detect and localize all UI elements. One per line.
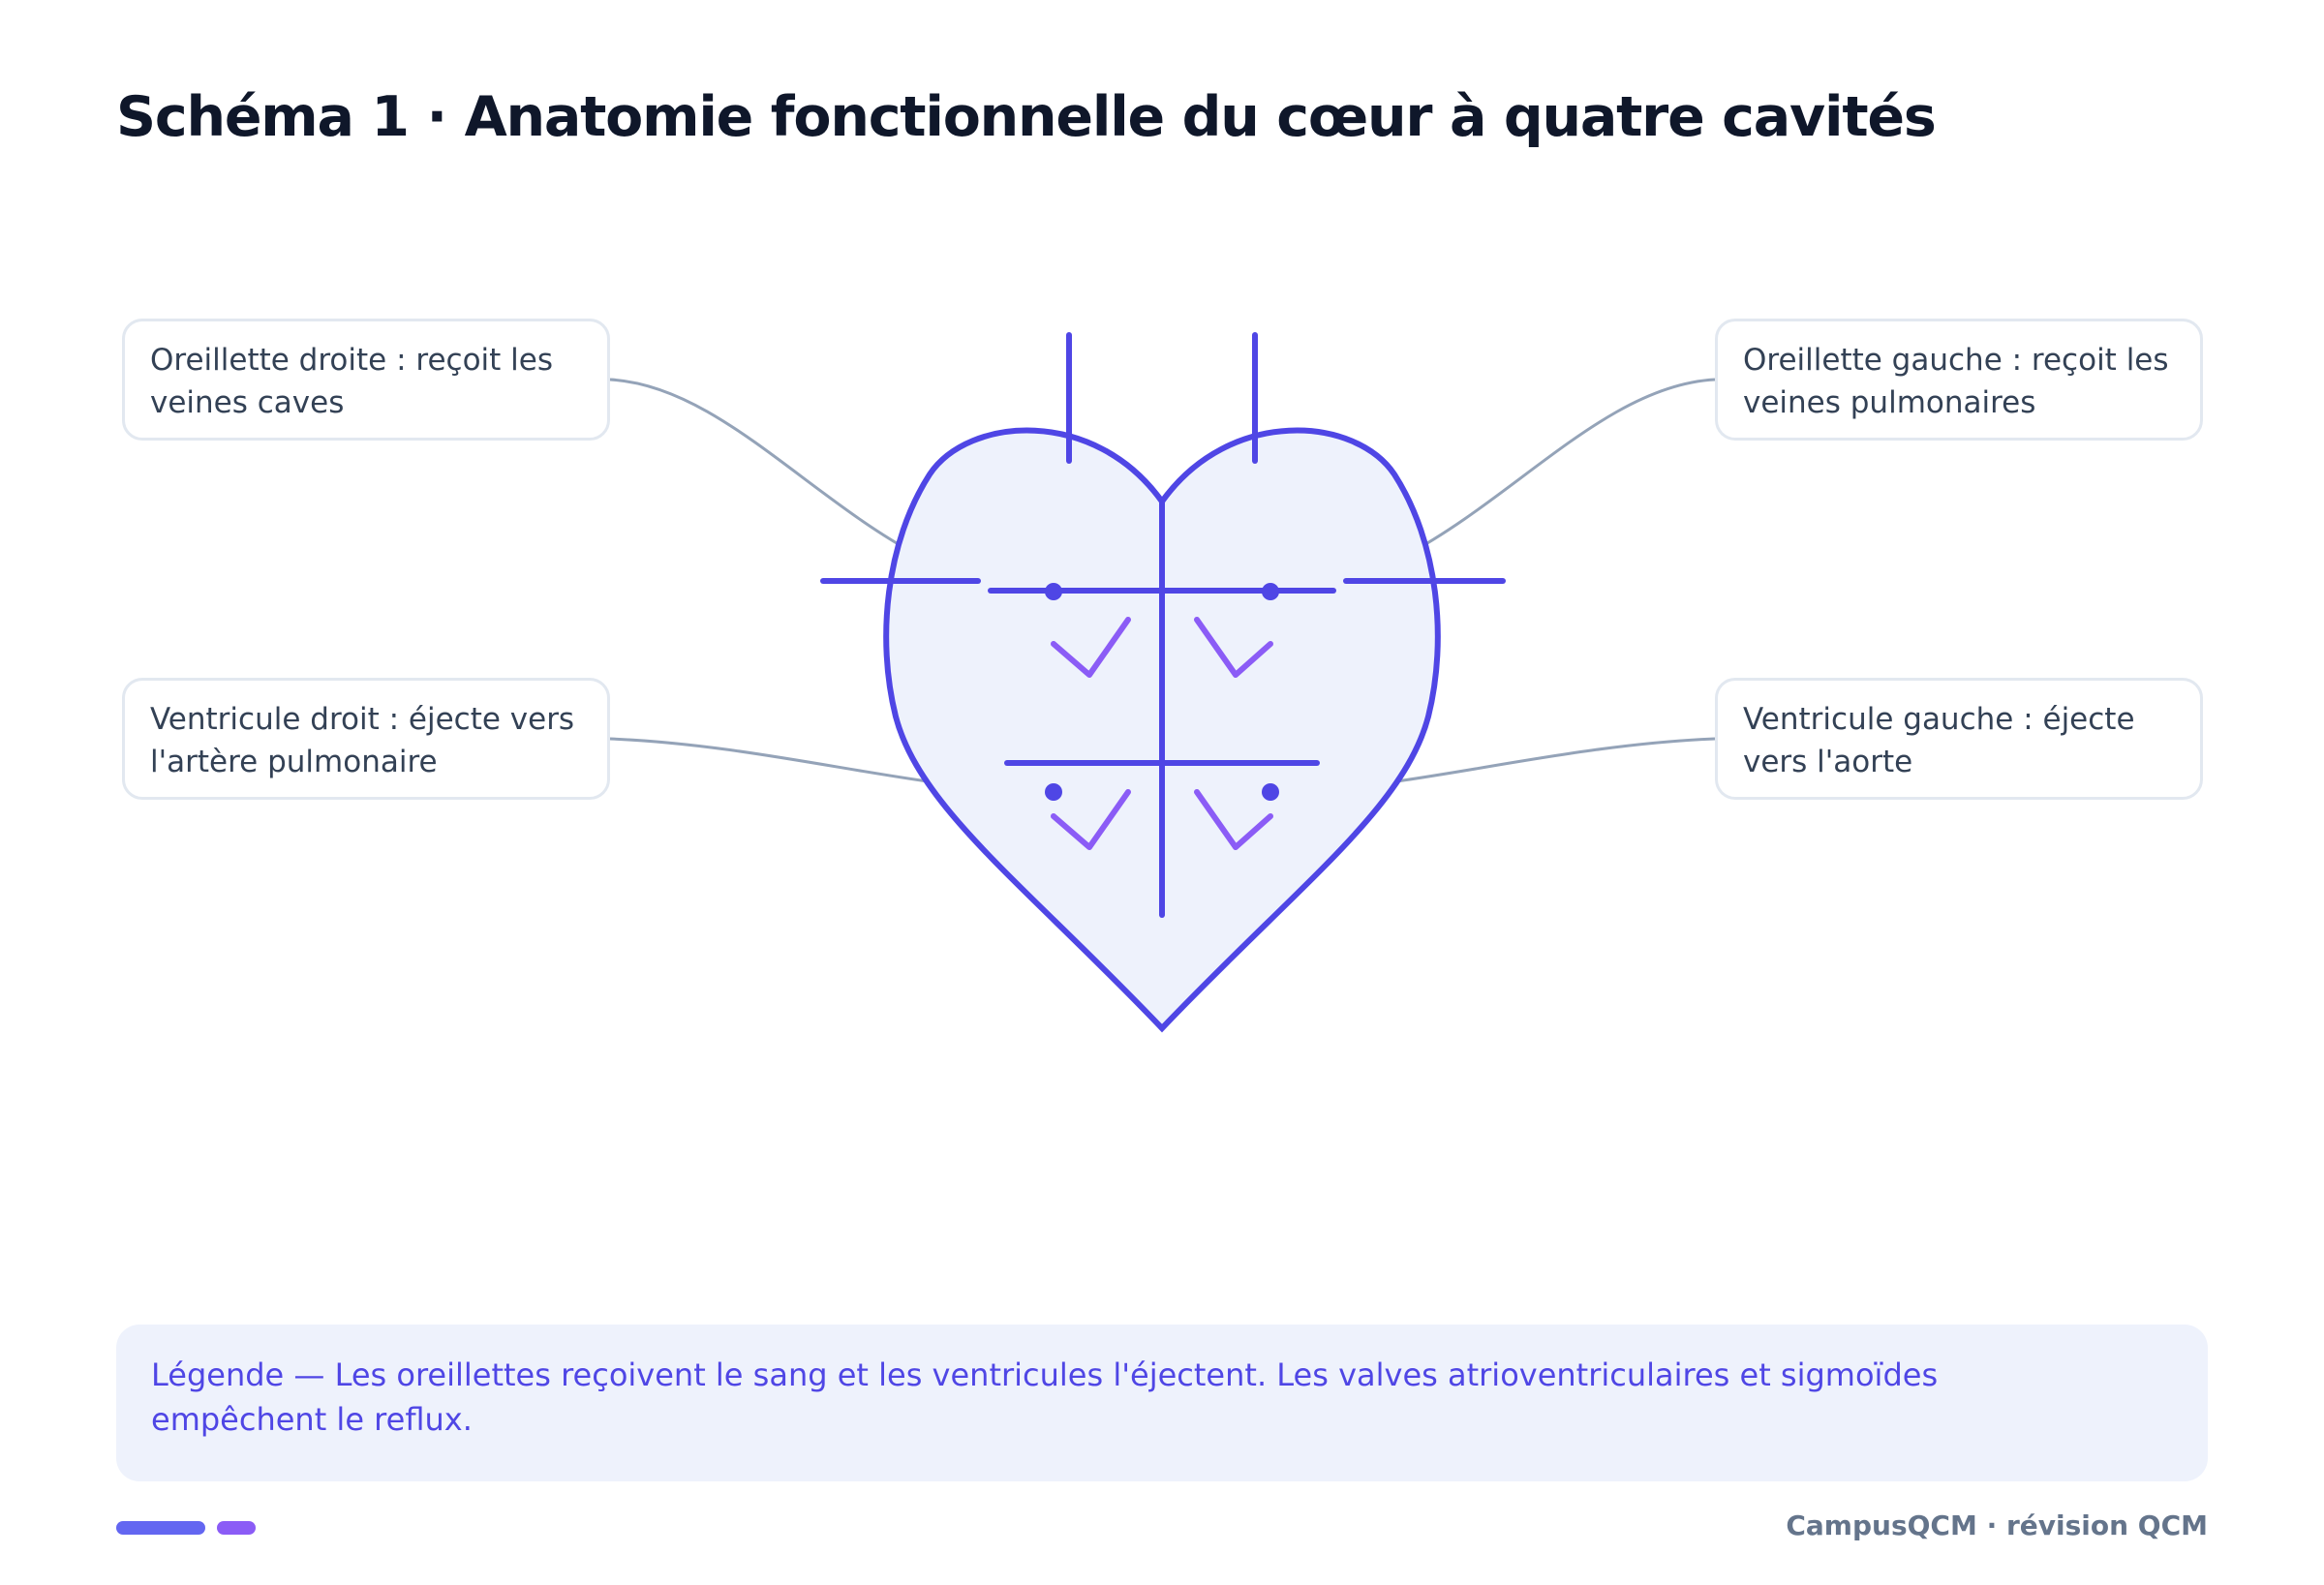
tricuspid-valve-icon bbox=[1051, 617, 1131, 678]
callout-left-ventricle: Ventricule gauche : éjecte vers l'aorte bbox=[1715, 678, 2203, 800]
mitral-valve-icon bbox=[1194, 617, 1273, 678]
callout-left-atrium-text: Oreillette gauche : reçoit les veines pu… bbox=[1743, 343, 2169, 420]
anchor-dot-right-atrium bbox=[1045, 583, 1062, 600]
callout-right-ventricle: Ventricule droit : éjecte vers l'artère … bbox=[122, 678, 610, 800]
callout-left-atrium: Oreillette gauche : reçoit les veines pu… bbox=[1715, 319, 2203, 441]
anchor-dot-right-ventricle bbox=[1045, 783, 1062, 801]
pulmonary-valve-icon bbox=[1051, 789, 1131, 850]
legend-box: Légende — Les oreillettes reçoivent le s… bbox=[116, 1325, 2208, 1481]
footer-brand: CampusQCM · révision QCM bbox=[1786, 1509, 2208, 1541]
anchor-dot-left-ventricle bbox=[1262, 783, 1279, 801]
anchor-dot-left-atrium bbox=[1262, 583, 1279, 600]
aortic-valve-icon bbox=[1194, 789, 1273, 850]
footer-accent-bar-secondary bbox=[217, 1521, 256, 1535]
legend-text: Légende — Les oreillettes reçoivent le s… bbox=[151, 1356, 1939, 1438]
callout-right-atrium-text: Oreillette droite : reçoit les veines ca… bbox=[150, 343, 553, 420]
diagram-title: Schéma 1 · Anatomie fonctionnelle du cœu… bbox=[116, 85, 1937, 149]
callout-right-ventricle-text: Ventricule droit : éjecte vers l'artère … bbox=[150, 702, 575, 779]
callout-left-ventricle-text: Ventricule gauche : éjecte vers l'aorte bbox=[1743, 702, 2135, 779]
footer-accent-bar bbox=[116, 1521, 205, 1535]
callout-right-atrium: Oreillette droite : reçoit les veines ca… bbox=[122, 319, 610, 441]
